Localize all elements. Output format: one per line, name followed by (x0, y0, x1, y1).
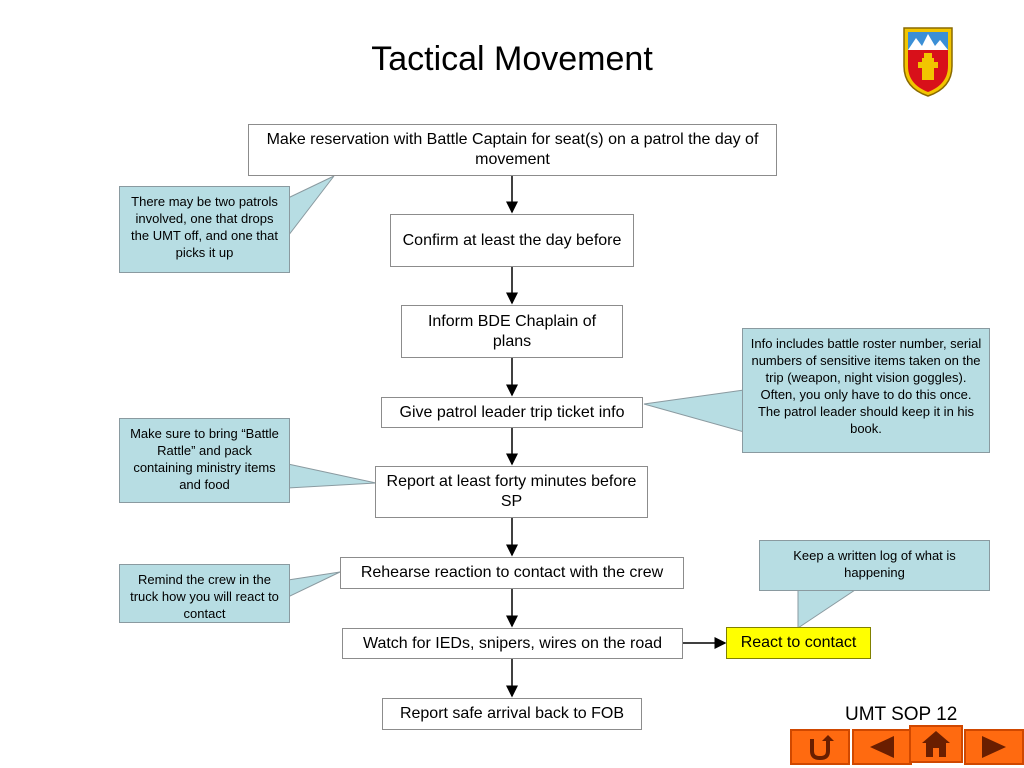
callout-tail-info (643, 389, 745, 433)
callout-tail-two-patrols (287, 175, 335, 238)
callout-battle-rattle: Make sure to bring “Battle Rattle” and p… (119, 418, 290, 503)
return-button[interactable] (790, 729, 850, 765)
callout-tail-battle-rattle (287, 463, 377, 489)
previous-button[interactable] (852, 729, 912, 765)
step-watch: Watch for IEDs, snipers, wires on the ro… (342, 628, 683, 659)
step-reservation: Make reservation with Battle Captain for… (248, 124, 777, 176)
step-inform-chaplain: Inform BDE Chaplain of plans (401, 305, 623, 358)
return-icon (810, 735, 834, 761)
step-trip-ticket: Give patrol leader trip ticket info (381, 397, 643, 428)
forward-icon (982, 736, 1006, 758)
step-confirm: Confirm at least the day before (390, 214, 634, 267)
slide-title: Tactical Movement (371, 40, 653, 78)
callout-info-includes: Info includes battle roster number, seri… (742, 328, 990, 453)
step-report-arrival: Report safe arrival back to FOB (382, 698, 642, 730)
unit-crest-logo (903, 27, 953, 97)
callout-tail-log (797, 589, 857, 629)
callout-tail-remind (287, 571, 341, 598)
callout-written-log: Keep a written log of what is happening (759, 540, 990, 591)
home-button[interactable] (909, 725, 963, 763)
home-icon (922, 731, 950, 757)
callout-remind-crew: Remind the crew in the truck how you wil… (119, 564, 290, 623)
react-to-contact-box: React to contact (726, 627, 871, 659)
next-button[interactable] (964, 729, 1024, 765)
step-rehearse: Rehearse reaction to contact with the cr… (340, 557, 684, 589)
step-report-early: Report at least forty minutes before SP (375, 466, 648, 518)
back-icon (870, 736, 894, 758)
footer-label: UMT SOP 12 (845, 704, 958, 725)
callout-two-patrols: There may be two patrols involved, one t… (119, 186, 290, 273)
